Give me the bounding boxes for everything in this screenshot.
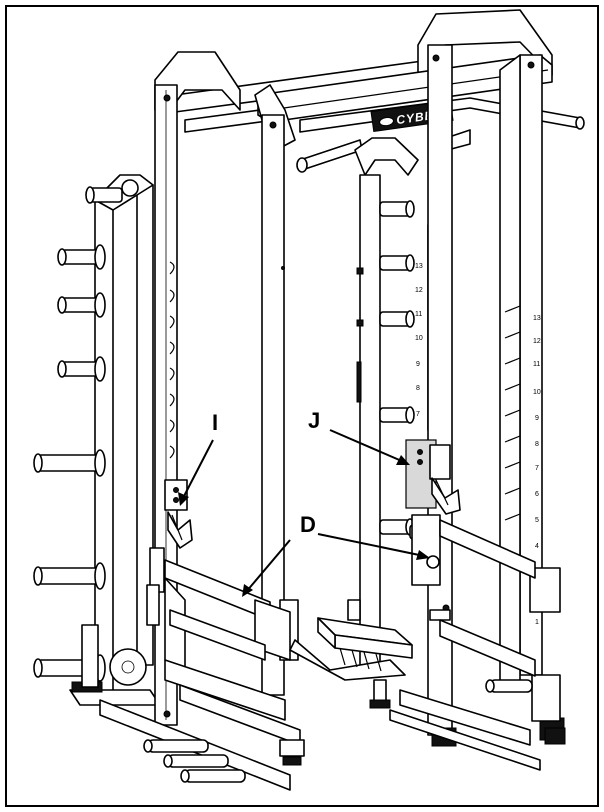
j-hook-right — [429, 444, 461, 515]
right-number: 13 — [533, 315, 541, 322]
j-hook-slots — [169, 261, 175, 459]
weight-horn — [57, 292, 106, 318]
weight-horn — [57, 244, 106, 270]
figure-border — [5, 5, 599, 807]
inner-number: 9 — [416, 361, 420, 368]
callout-unlabeled — [242, 539, 291, 597]
inner-number: 12 — [415, 287, 423, 294]
right-number: 12 — [533, 338, 541, 345]
weight-horn — [85, 186, 123, 204]
right-number: 4 — [535, 543, 539, 550]
weight-horn — [33, 449, 106, 477]
weight-storage-tree — [33, 174, 161, 706]
inner-number: 10 — [415, 335, 423, 342]
right-number: 7 — [535, 465, 539, 472]
right-number: 10 — [533, 389, 541, 396]
right-number: 8 — [535, 441, 539, 448]
inner-number: 13 — [415, 263, 423, 270]
right-number: 6 — [535, 491, 539, 498]
callout-i: I — [178, 410, 218, 506]
callout-label-d: D — [300, 512, 316, 537]
far-right-upright: 13 12 11 10 9 8 7 6 5 4 3 2 1 — [499, 54, 565, 741]
callout-label-i: I — [212, 410, 218, 435]
inner-number: 7 — [416, 411, 420, 418]
callout-j: J — [308, 408, 410, 465]
weight-horn — [57, 356, 106, 382]
center-bench — [289, 599, 413, 709]
right-number: 5 — [535, 517, 539, 524]
right-number: 1 — [535, 619, 539, 626]
right-number: 9 — [535, 415, 539, 422]
inner-number: 11 — [415, 311, 422, 318]
weight-horn — [33, 562, 106, 590]
right-number: 11 — [533, 361, 540, 368]
floor-bars — [143, 679, 533, 783]
safety-arms — [99, 519, 566, 791]
inner-number: 8 — [416, 385, 420, 392]
callout-label-j: J — [308, 408, 320, 433]
callout-d: D — [300, 512, 430, 560]
